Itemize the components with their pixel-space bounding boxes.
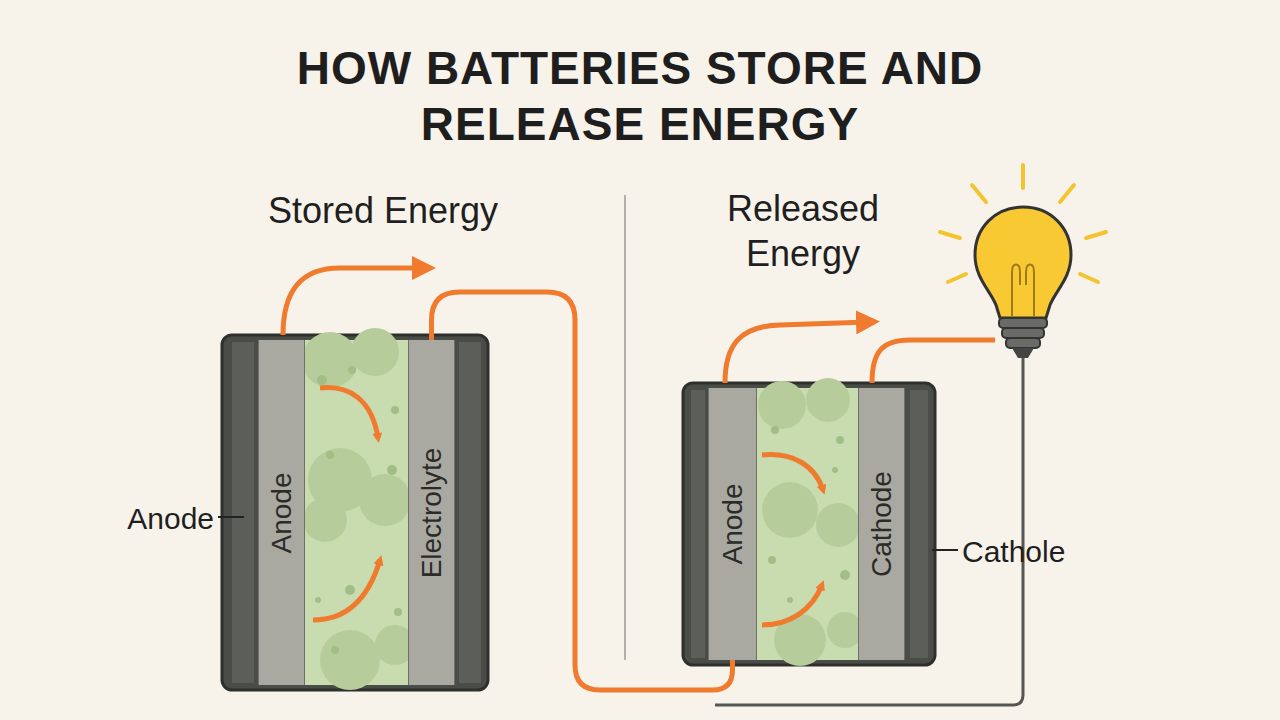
wire (872, 340, 995, 383)
current-arrow (283, 268, 424, 335)
divider-line (624, 195, 626, 660)
leader-line (218, 516, 244, 518)
section-heading: Released Energy (683, 186, 923, 276)
electrode-band: Anode (258, 340, 305, 685)
electrode-label: Anode (719, 484, 747, 565)
part-label: Cathole (962, 533, 1162, 571)
section-heading: Stored Energy (223, 188, 543, 233)
wire (715, 358, 1023, 705)
battery-left (222, 328, 488, 690)
current-arrow (725, 322, 868, 383)
leader-line (932, 549, 958, 551)
part-label: Anode (54, 500, 214, 538)
battery-right (683, 378, 935, 666)
light-bulb (940, 165, 1106, 358)
wire-connector (432, 292, 733, 690)
electrode-band: Cathode (858, 388, 905, 660)
electrode-band: Electrolyte (408, 340, 455, 685)
electrode-label: Anode (268, 472, 296, 553)
title: HOW BATTERIES STORE AND RELEASE ENERGY (190, 40, 1090, 152)
electrode-label: Electrolyte (418, 447, 446, 578)
electrode-label: Cathode (868, 471, 896, 577)
electrode-band: Anode (708, 388, 757, 660)
